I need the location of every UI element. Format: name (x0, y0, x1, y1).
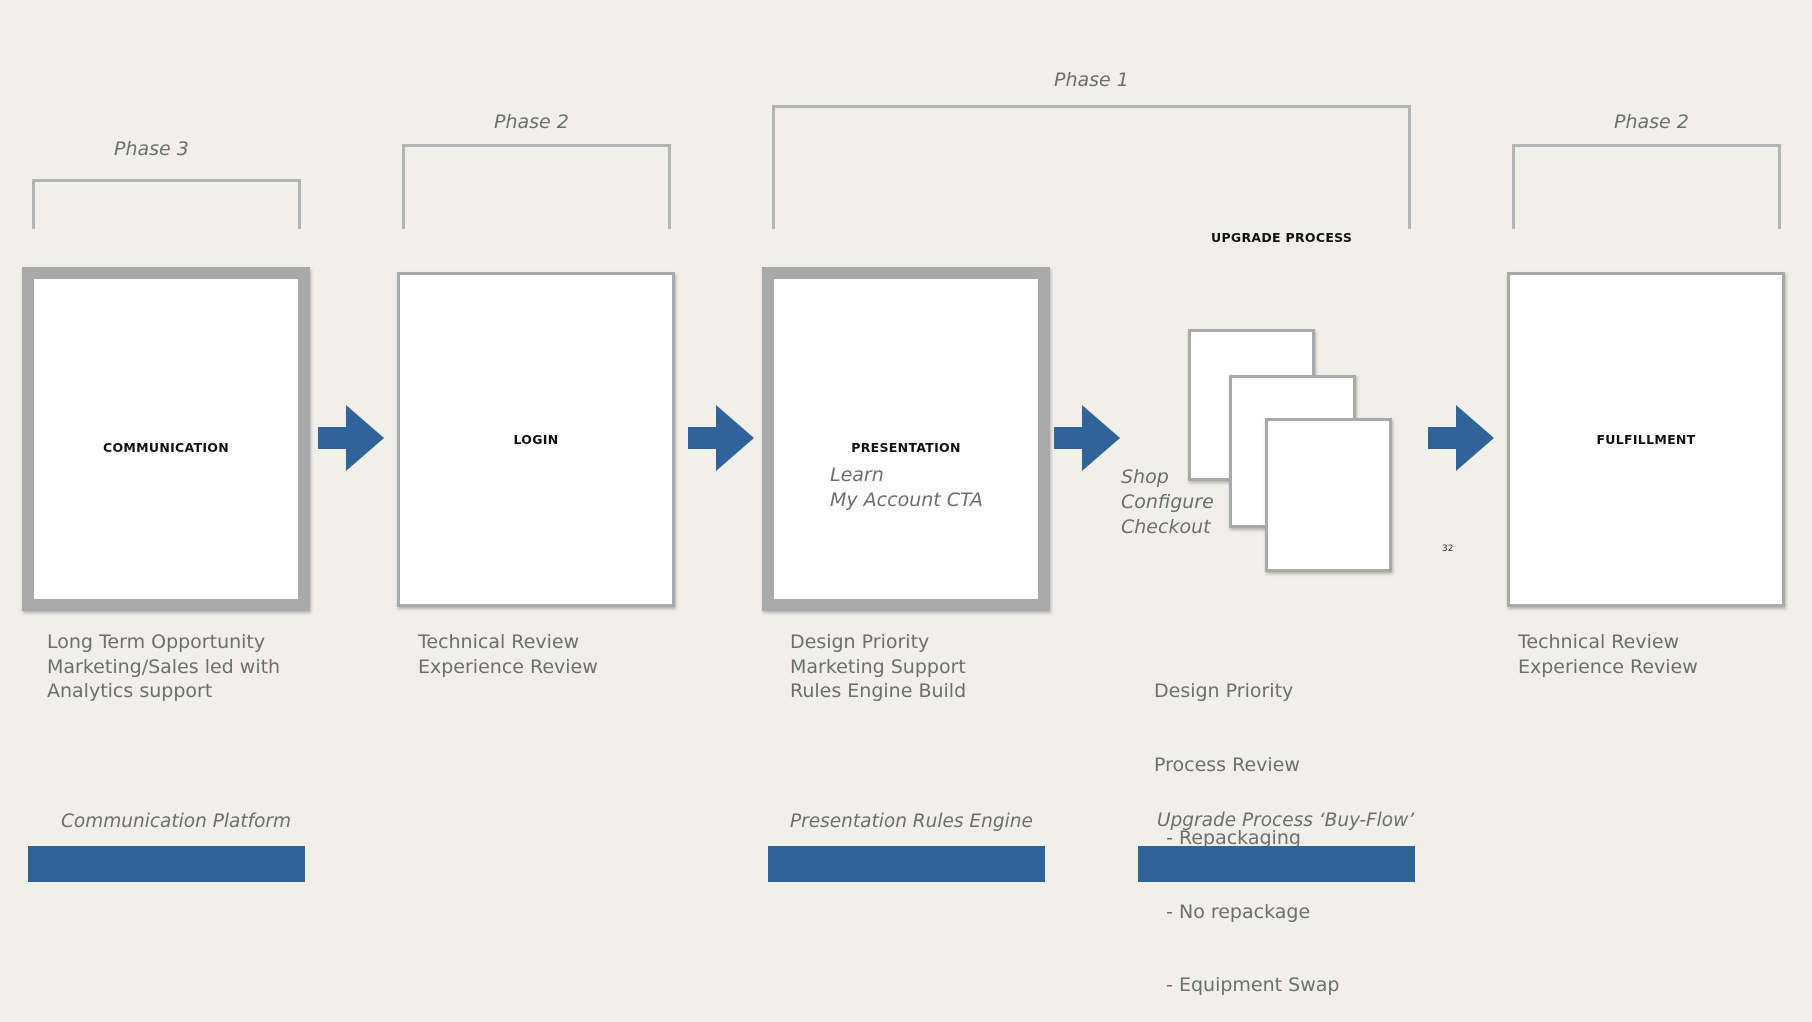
stage-communication: COMMUNICATION (22, 267, 310, 611)
presentation-notes: Learn My Account CTA (830, 463, 983, 513)
description-line: - Repackaging (1154, 827, 1301, 849)
phase-label-communication: Phase 3 (114, 138, 189, 160)
platform-label-upgrade: Upgrade Process ‘Buy-Flow’ (1157, 810, 1415, 831)
phase-label-presentation-upgrade: Phase 1 (1054, 69, 1129, 91)
description-line: - No repackage (1154, 900, 1311, 923)
description-line: Design Priority (1154, 680, 1294, 702)
upgrade-note-shop: Shop (1121, 466, 1169, 488)
description-line: Rules Engine Build (790, 680, 967, 702)
platform-bar-presentation (768, 846, 1045, 882)
stage-title-login: LOGIN (513, 432, 559, 447)
description-line: - Equipment Swap (1154, 974, 1340, 996)
description-line: Long Term Opportunity (47, 631, 266, 653)
arrow-right-icon (1428, 405, 1494, 471)
platform-bar-communication (28, 846, 305, 882)
description-line: Experience Review (1518, 655, 1698, 678)
stage-title-presentation: PRESENTATION (851, 440, 961, 455)
description-line: Technical Review (1518, 631, 1680, 653)
phase-bracket-phase1 (772, 105, 1411, 229)
phase-bracket-login (402, 144, 671, 229)
page-number: 32 (1442, 544, 1454, 554)
description-line: Analytics support (47, 680, 213, 702)
platform-label-presentation: Presentation Rules Engine (790, 811, 1033, 832)
description-line: Experience Review (418, 655, 598, 678)
description-line: Technical Review (418, 631, 580, 653)
stage-title-upgrade: UPGRADE PROCESS (1211, 230, 1353, 245)
upgrade-notes: Shop Configure Checkout (1121, 465, 1214, 540)
presentation-note-learn: Learn (830, 464, 884, 486)
upgrade-page-3 (1265, 418, 1392, 572)
arrow-right-icon (688, 405, 754, 471)
platform-bar-upgrade (1138, 846, 1415, 882)
arrow-right-icon (318, 405, 384, 471)
description-login: Technical Review Experience Review (418, 630, 598, 679)
stage-title-communication: COMMUNICATION (103, 440, 229, 455)
description-line: Marketing/Sales led with (47, 655, 281, 678)
phase-bracket-communication (32, 179, 301, 229)
presentation-note-cta: My Account CTA (830, 489, 983, 511)
description-fulfillment: Technical Review Experience Review (1518, 630, 1698, 679)
stage-fulfillment: FULFILLMENT (1507, 272, 1785, 607)
stage-title-fulfillment: FULFILLMENT (1596, 432, 1696, 447)
stage-login: LOGIN (397, 272, 675, 607)
description-presentation: Design Priority Marketing Support Rules … (790, 630, 966, 704)
upgrade-note-checkout: Checkout (1121, 516, 1211, 538)
upgrade-note-configure: Configure (1121, 491, 1214, 513)
arrow-right-icon (1054, 405, 1120, 471)
description-line: Process Review (1154, 753, 1300, 776)
stage-presentation: PRESENTATION (762, 267, 1050, 611)
platform-label-communication: Communication Platform (61, 811, 292, 832)
phase-label-fulfillment: Phase 2 (1614, 111, 1689, 133)
description-line: Design Priority (790, 631, 930, 653)
description-communication: Long Term Opportunity Marketing/Sales le… (47, 630, 280, 704)
description-line: Marketing Support (790, 655, 966, 678)
phase-bracket-fulfillment (1512, 144, 1781, 229)
phase-label-login: Phase 2 (494, 111, 569, 133)
